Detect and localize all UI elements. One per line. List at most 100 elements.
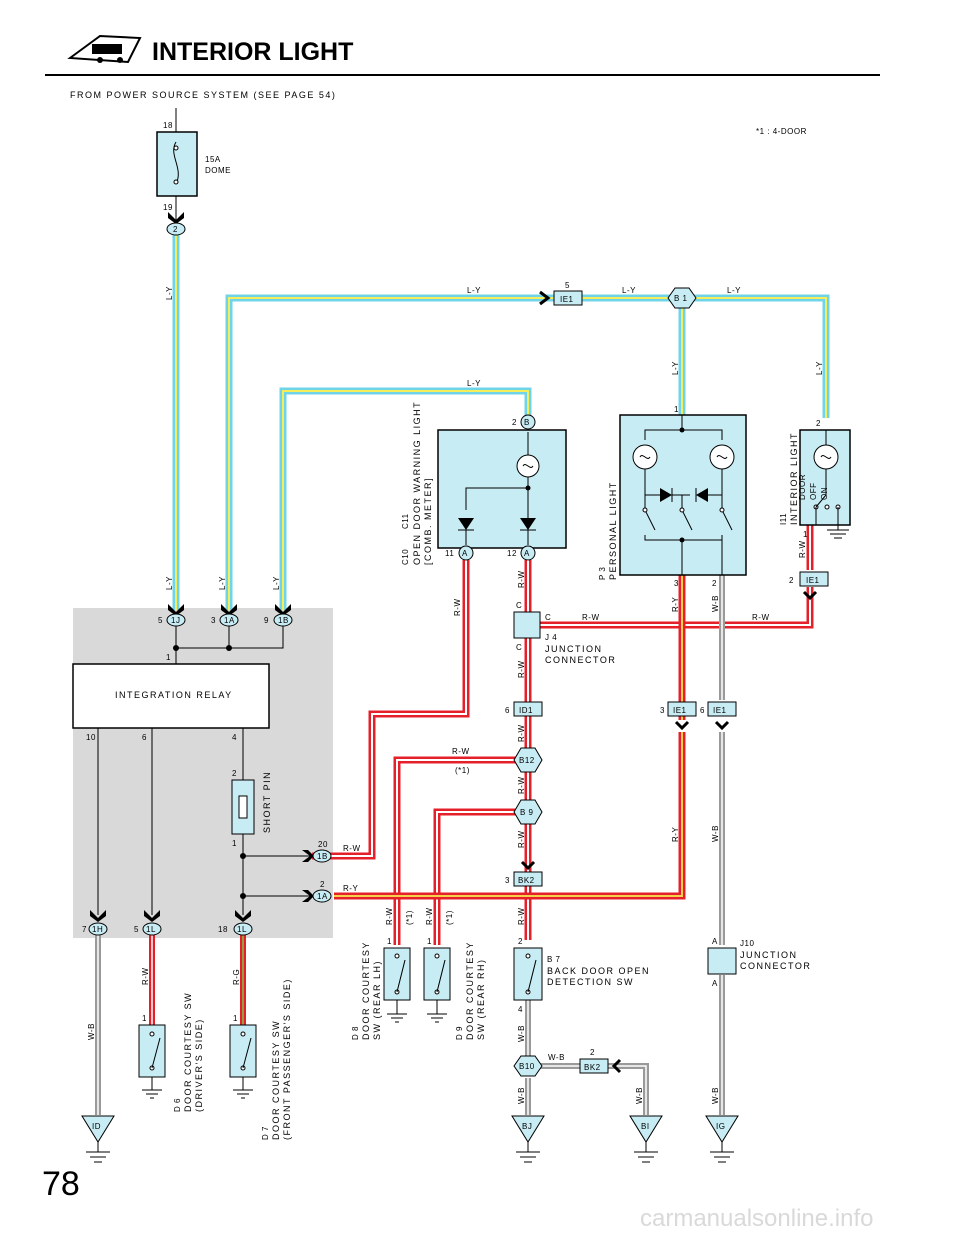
relay-pin-1: 1 (166, 653, 171, 662)
wire-label-rw-13: R-W (385, 908, 394, 926)
wire-label-rw-3: R-W (582, 613, 600, 622)
fuse-connector (166, 212, 186, 236)
wire-label-rw-4: R-W (752, 613, 770, 622)
j10-a-bottom: A (712, 979, 718, 988)
j10-code: J10 (740, 939, 754, 948)
c10-desc-1: OPEN DOOR WARNING LIGHT (412, 401, 422, 565)
wire-labels: L-Y L-Y L-Y L-Y L-Y L-Y L-Y L-Y L-Y L-Y … (87, 286, 824, 1104)
wire-label-rw-5: R-W (798, 541, 807, 559)
b10-label: B10 (519, 1062, 535, 1071)
door-switch-d8 (383, 947, 411, 1023)
wire-label-rw-11: R-W (343, 844, 361, 853)
wire-label-ry-1: R-Y (671, 597, 680, 612)
ground-bi (629, 1115, 663, 1163)
wire-label-ly-9: L-Y (218, 576, 227, 590)
open-door-warning-light (437, 429, 567, 549)
relay-name: INTEGRATION RELAY (115, 690, 233, 700)
short-pin-label: SHORT PIN (262, 771, 272, 833)
wire-label-wb-7: W-B (635, 1087, 644, 1104)
b9-label: B 9 (520, 808, 534, 817)
footnote: *1 : 4-DOOR (756, 127, 807, 136)
p3-pin-1: 1 (674, 405, 679, 414)
b7-code: B 7 (547, 955, 561, 964)
d6-code: D 6 (173, 1098, 182, 1112)
p3-desc: PERSONAL LIGHT (608, 481, 618, 580)
bk2-a-label: BK2 (518, 876, 535, 885)
wire-label-rw-12: R-W (517, 908, 526, 926)
connector-ie1-2 (799, 571, 829, 601)
wire-label-wb-2: W-B (711, 825, 720, 842)
h7-pin: 7 (82, 925, 87, 934)
i11-code: I11 (779, 513, 788, 525)
c10-desc-2: [COMB. METER] (423, 477, 433, 565)
j10-desc-2: CONNECTOR (740, 961, 811, 971)
wire-label-rw-7: R-W (517, 725, 526, 743)
sp-pin-2: 2 (232, 769, 237, 778)
j4-desc-2: CONNECTOR (545, 655, 616, 665)
j1-label: 1J (171, 616, 180, 625)
c10-pin-11: 11 (445, 549, 454, 558)
wire-label-star-1: (*1) (455, 766, 470, 775)
ie1-5-label: IE1 (560, 295, 574, 304)
ie1-2-pin: 2 (789, 576, 794, 585)
ie1-2-label: IE1 (806, 576, 820, 585)
short-pin (231, 779, 255, 835)
i11-desc: INTERIOR LIGHT (789, 432, 799, 525)
wire-group-door (149, 935, 246, 1025)
ie1-5-pin: 5 (565, 281, 570, 290)
r2-label: 1A (317, 892, 328, 901)
wire-group-rw (312, 520, 814, 945)
b1r-label: 1B (278, 616, 289, 625)
wire-group-ly (172, 235, 830, 610)
d7-desc-2: (FRONT PASSENGER'S SIDE) (282, 978, 292, 1140)
b7-pin-4: 4 (518, 1005, 523, 1014)
l5-pin: 5 (134, 925, 139, 934)
j4-top-c: C (516, 601, 522, 610)
r2-pin: 2 (320, 880, 325, 889)
wire-label-wb-5: W-B (548, 1053, 565, 1062)
c10-code: C10 (401, 549, 410, 565)
connector-ie1-3 (667, 701, 697, 731)
personal-light (619, 414, 747, 576)
back-door-switch (513, 947, 543, 1001)
ground-id-label: ID (92, 1122, 101, 1131)
d7-pin: 1 (233, 1014, 238, 1023)
sp-pin-1: 1 (232, 839, 237, 848)
d7-label-group: D 7 DOOR COURTESY SW (FRONT PASSENGER'S … (261, 978, 292, 1140)
ie1-6-label: IE1 (713, 706, 727, 715)
wire-label-ly-8: L-Y (165, 576, 174, 590)
fuse-dome (156, 108, 198, 220)
d7-desc-1: DOOR COURTESY SW (271, 1020, 281, 1140)
ground-bj-label: BJ (522, 1122, 532, 1131)
wire-label-rw-15: R-W (141, 968, 150, 986)
d6-pin: 1 (142, 1014, 147, 1023)
d8-label-group: D 8 DOOR COURTESY SW (REAR LH) (351, 941, 382, 1040)
door-switch-d9 (423, 947, 451, 1023)
j4-desc-1: JUNCTION (545, 644, 603, 654)
j4-code: J 4 (545, 633, 557, 642)
wire-label-wb-4: W-B (517, 1025, 526, 1042)
wire-label-ly-5: L-Y (671, 361, 680, 375)
c11-pin: 2 (512, 418, 517, 427)
c10-pin-connectors (458, 545, 536, 561)
wire-label-ly-10: L-Y (272, 576, 281, 590)
d9-code: D 9 (455, 1026, 464, 1040)
ie1-3-label: IE1 (673, 706, 687, 715)
wire-label-wb-6: W-B (517, 1087, 526, 1104)
wire-label-star-2: (*1) (405, 910, 414, 925)
ground-bi-label: BI (641, 1122, 650, 1131)
p3-label-group: P 3 PERSONAL LIGHT (598, 481, 618, 580)
b12-label: B12 (519, 756, 535, 765)
connector-b10 (513, 1055, 543, 1077)
connector-b9 (513, 799, 543, 825)
connector-id1 (513, 701, 543, 717)
d7-code: D 7 (261, 1126, 270, 1140)
door-switch-d6 (138, 1024, 166, 1099)
wire-label-ry-3: R-Y (343, 884, 358, 893)
c10-letter-a-1: A (462, 549, 468, 558)
b7-desc-1: BACK DOOR OPEN (547, 966, 650, 976)
d8-desc-2: SW (REAR LH) (372, 960, 382, 1040)
wire-label-rw-9: R-W (517, 777, 526, 795)
j1-pin: 5 (158, 616, 163, 625)
